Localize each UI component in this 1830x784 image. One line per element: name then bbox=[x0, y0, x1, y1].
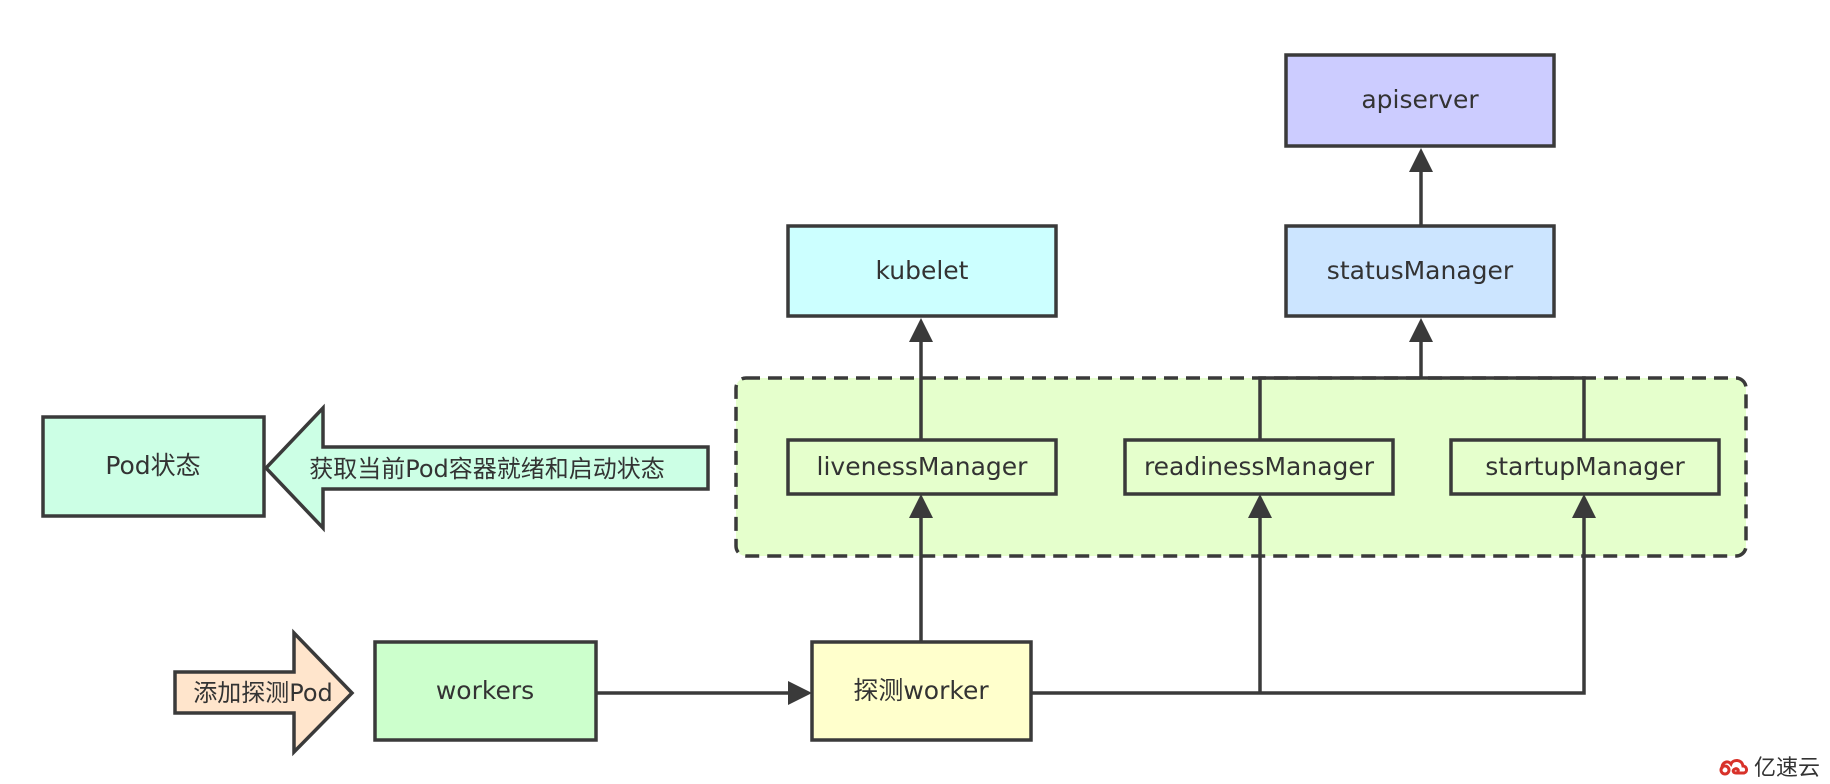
liveness-manager-label: livenessManager bbox=[817, 452, 1029, 481]
arrowhead-apiserver bbox=[1409, 148, 1433, 172]
edge-worker-to-readiness-startup bbox=[1031, 518, 1586, 695]
probe-worker-label: 探测worker bbox=[853, 676, 989, 705]
probe-worker-node: 探测worker bbox=[810, 640, 1033, 742]
add-probe-pod-arrow: 添加探测Pod bbox=[173, 628, 355, 757]
readiness-manager-label: readinessManager bbox=[1144, 452, 1375, 481]
workers-node: workers bbox=[373, 640, 598, 742]
arrowhead-status-manager bbox=[1409, 318, 1433, 342]
get-status-arrow: 获取当前Pod容器就绪和启动状态 bbox=[263, 403, 710, 533]
get-status-arrow-label: 获取当前Pod容器就绪和启动状态 bbox=[309, 455, 665, 483]
arrowhead-liveness bbox=[909, 494, 933, 518]
arrowhead-probe-worker bbox=[788, 681, 812, 705]
kubelet-node: kubelet bbox=[786, 224, 1058, 318]
watermark-text: 亿速云 bbox=[1753, 756, 1820, 781]
yisu-cloud-logo-icon bbox=[1719, 759, 1748, 776]
liveness-manager-node: livenessManager bbox=[786, 438, 1058, 496]
pod-status-node: Pod状态 bbox=[41, 415, 266, 518]
arrowhead-kubelet bbox=[909, 318, 933, 342]
apiserver-node: apiserver bbox=[1284, 53, 1556, 148]
arrowhead-startup bbox=[1572, 494, 1596, 518]
arrowhead-readiness bbox=[1248, 494, 1272, 518]
kubelet-label: kubelet bbox=[876, 256, 969, 285]
startup-manager-label: startupManager bbox=[1485, 452, 1685, 481]
workers-label: workers bbox=[436, 676, 534, 705]
pod-status-label: Pod状态 bbox=[105, 451, 200, 480]
apiserver-label: apiserver bbox=[1361, 85, 1479, 114]
edges bbox=[596, 148, 1596, 705]
status-manager-node: statusManager bbox=[1284, 224, 1556, 318]
startup-manager-node: startupManager bbox=[1449, 438, 1721, 496]
status-manager-label: statusManager bbox=[1327, 256, 1514, 285]
readiness-manager-node: readinessManager bbox=[1123, 438, 1395, 496]
watermark: 亿速云 bbox=[1716, 750, 1820, 782]
add-probe-pod-arrow-label: 添加探测Pod bbox=[193, 679, 333, 707]
